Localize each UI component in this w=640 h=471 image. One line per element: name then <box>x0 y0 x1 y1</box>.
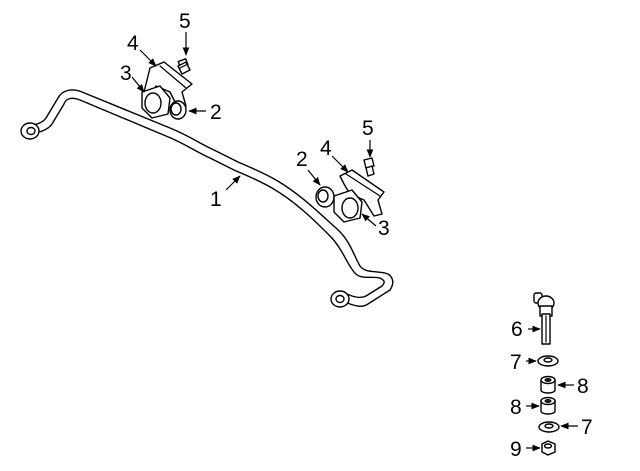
callout-6: 6 <box>511 318 523 341</box>
left-bolt <box>177 58 191 75</box>
lower-link-bushing <box>540 396 556 415</box>
callout-8-lower: 8 <box>510 396 522 419</box>
stabilizer-bar <box>20 89 394 308</box>
stabilizer-link-assembly <box>533 292 560 456</box>
callout-5-right: 5 <box>362 117 374 140</box>
link-nut <box>541 440 556 456</box>
callout-3-left: 3 <box>120 62 132 85</box>
left-bushing-bracket-assembly <box>141 58 193 120</box>
callout-7-upper: 7 <box>510 351 522 374</box>
callout-2-left: 2 <box>210 101 222 124</box>
callout-4-left: 4 <box>127 32 139 55</box>
callout-9: 9 <box>510 438 522 461</box>
callout-labels: 1 2 3 4 5 2 3 4 5 6 7 8 8 7 9 <box>120 10 593 461</box>
right-bolt <box>363 157 375 177</box>
right-bushing-bracket-assembly <box>315 157 385 223</box>
leader-lines <box>131 32 578 452</box>
callout-7-lower: 7 <box>581 416 593 439</box>
callout-2-right: 2 <box>296 148 308 171</box>
callout-3-right: 3 <box>378 217 390 240</box>
callout-1: 1 <box>210 188 222 211</box>
upper-link-bushing <box>540 375 556 394</box>
callout-8-upper: 8 <box>577 375 589 398</box>
callout-5-left: 5 <box>179 10 191 33</box>
callout-4-right: 4 <box>320 137 332 160</box>
stabilizer-link <box>533 292 555 345</box>
